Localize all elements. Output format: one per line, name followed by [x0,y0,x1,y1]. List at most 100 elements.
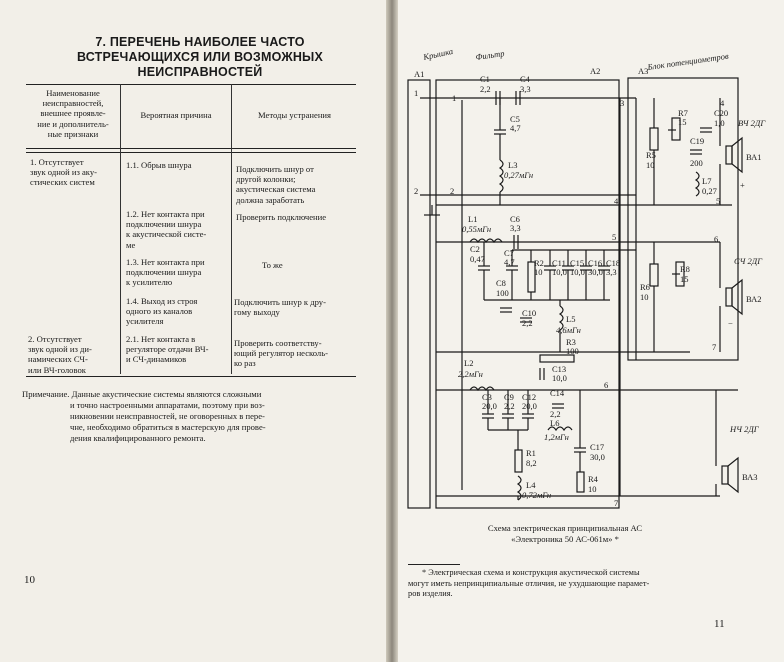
label-c12v: 20,0 [522,401,537,411]
label-c18: C18 [606,258,620,268]
schematic-wires [407,77,743,509]
label-r1: R1 [526,448,536,458]
label-r4: R4 [588,474,599,484]
table-cell-remedy: Проверить подключение [236,212,356,222]
label-ba2: ВА2 [746,294,762,304]
label-l7v: 0,27 [702,186,717,196]
label-c16v: 30,0 [588,267,603,277]
cell-line: намических СЧ- [28,354,88,365]
label-c9v: 2,2 [504,401,515,411]
label-c19v: 200 [690,158,703,168]
cell-line: подключении шнура [126,267,202,278]
label-l3v: 0,27мГн [504,170,533,180]
label-r7: R7 [678,108,688,118]
cell-line: Проверить соответству- [234,338,322,348]
label-c5: C5 [510,114,520,124]
terminal-5: 5 [612,232,616,242]
cell-line: и СЧ-динамиков [126,354,187,365]
note-line: Примечание. Данные акустические системы … [22,389,262,399]
header-line: внешнее проявле- [40,108,106,119]
table-cell-remedy: То же [262,260,352,270]
title-line: НЕИСПРАВНОСТЕЙ [137,65,263,79]
table-cell-cause: 1.1. Обрыв шнура [126,160,230,170]
table-rule [26,376,356,377]
label-c7v: 4,7 [504,257,515,267]
terminal-6: 6 [604,380,608,390]
book-gutter [386,0,398,662]
label-l6: L6 [550,418,559,428]
header-line: Наименование [46,88,100,98]
caption-line: «Электроника 50 АС-061м» * [511,534,619,544]
label-vch: ВЧ 2ДГ [738,118,766,128]
label-kryshka: Крышка [421,46,453,62]
label-c13v: 10,0 [552,373,567,383]
cell-line: 1.3. Нет контакта при [126,257,205,267]
label-r4v: 10 [588,484,597,494]
label-sch: СЧ 2ДГ [734,256,763,266]
header-cause: Вероятная причина [140,110,212,120]
cell-line: должна заработать [236,194,305,205]
cell-line: 1.4. Выход из строя [126,296,198,306]
label-r6v: 10 [640,292,649,302]
label-c11v: 10,0 [552,267,567,277]
footnote-line: * Электрическая схема и конструкция акус… [422,568,640,577]
label-a2: A2 [590,66,600,76]
cell-line: регуляторе отдачи ВЧ- [126,344,209,355]
label-r1v: 8,2 [526,458,537,468]
block-a1 [407,79,431,509]
terminal-5-a3: 5 [716,196,720,206]
label-filtr: Фильтр [475,48,505,62]
label-c3: C3 [482,392,492,402]
label-l5v: 4,6мГн [556,325,581,335]
label-c2v: 0,47 [470,254,485,264]
header-symptom: Наименование неисправностей, внешнее про… [26,88,120,139]
table-rule [26,152,356,153]
note-line: дения квалифицированного ремонта. [70,433,206,443]
cell-line: гому выходу [234,307,280,318]
table-cell-cause: 1.3. Нет контакта при подключении шнура … [126,257,230,288]
cell-line: подключении шнура [126,219,202,230]
title-line: ВСТРЕЧАЮЩИХСЯ ИЛИ ВОЗМОЖНЫХ [76,50,324,64]
cell-line: 1.2. Нет контакта при [126,209,205,219]
polarity-minus: − [728,318,733,328]
cell-line: ко раз [234,358,256,369]
note-line: никновении неисправностей, не оговоренны… [70,411,265,421]
label-c19: C19 [690,136,704,146]
table-cell-cause: 1.2. Нет контакта при подключении шнура … [126,209,230,250]
terminal-2-left: 2 [414,186,418,196]
right-page: Крышка Фильтр Блок потенциометров A1 A2 … [392,0,784,662]
label-l2: L2 [464,358,473,368]
cell-line: к акустической систе- [126,229,207,240]
table-cell-remedy: Подключить шнур от другой колонки; акуст… [236,164,356,205]
table-cell-remedy: Подключить шнур к дру- гому выходу [234,297,356,317]
note-paragraph: Примечание. Данные акустические системы … [22,389,362,444]
cell-line: к усилителю [126,277,173,288]
note-line: чне, необходимо обратиться в мастерскую … [70,422,266,432]
footnote: * Электрическая схема и конструкция акус… [408,568,732,600]
label-c8: C8 [496,278,506,288]
terminal-1-left: 1 [414,88,418,98]
cell-line: звук одной из аку- [30,167,98,178]
label-c3v: 20,0 [482,401,497,411]
label-c18v: 3,3 [606,267,617,277]
label-c1: C1 [480,74,490,84]
label-l4: L4 [526,480,536,490]
label-l5: L5 [566,314,575,324]
label-c4v: 3,3 [520,84,531,94]
cell-line: Подключить шнур к дру- [234,297,326,307]
label-c10: C10 [522,308,536,318]
terminal-3: 3 [620,98,624,108]
footnote-rule [408,564,460,565]
label-c7: C7 [504,248,514,258]
terminal-7-a3: 7 [712,342,716,352]
cell-line: или ВЧ-головок [28,364,86,375]
label-r3: R3 [566,337,576,347]
section-title: 7. ПЕРЕЧЕНЬ НАИБОЛЕЕ ЧАСТО ВСТРЕЧАЮЩИХСЯ… [40,35,360,80]
terminal-7: 7 [614,498,618,508]
polarity-plus: + [740,180,745,190]
block-a2 [435,79,620,509]
column-divider [231,84,232,374]
terminal-2: 2 [450,186,454,196]
label-r5v: 10 [646,160,655,170]
label-r6: R6 [640,282,650,292]
